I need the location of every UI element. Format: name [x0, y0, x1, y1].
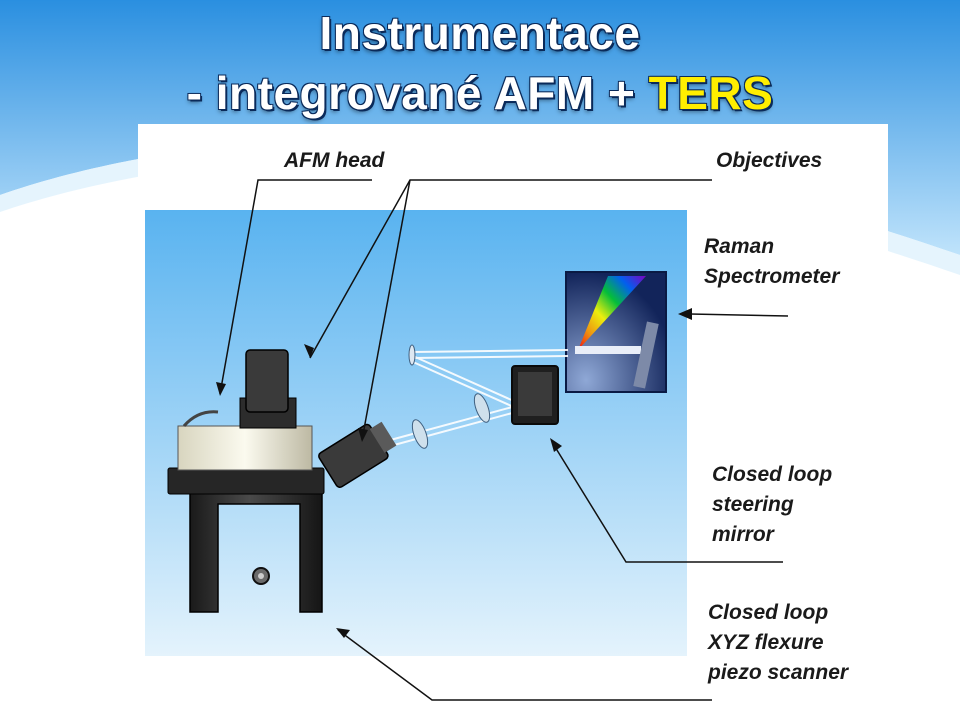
label-raman-line-2: Spectrometer	[704, 265, 840, 288]
afm-instrument	[167, 349, 397, 613]
vertical-objective	[245, 349, 289, 413]
slide-subtitle-text: - integrované AFM +	[186, 67, 649, 119]
label-raman-line-1: Raman	[704, 235, 775, 258]
label-scanner-line-2: XYZ flexure	[708, 631, 824, 654]
label-scanner-line-1: Closed loop	[708, 601, 829, 624]
relay-lens-2	[411, 419, 429, 449]
label-mirror-line-3: mirror	[712, 523, 774, 546]
label-mirror-line-1: Closed loop	[712, 463, 833, 486]
angled-objective	[318, 421, 397, 488]
relay-lens-1	[473, 393, 491, 423]
label-afm-head: AFM head	[284, 149, 385, 172]
afm-ters-figure: AFM head Objectives Raman Spectrometer C…	[138, 124, 888, 701]
label-mirror-line-2: steering	[712, 493, 794, 516]
label-scanner-line-3: piezo scanner	[708, 661, 849, 684]
arrowheads	[216, 308, 692, 638]
slide-title-text: Instrumentace	[319, 7, 641, 59]
leader-lines	[219, 179, 789, 701]
raman-spectrometer	[565, 271, 667, 393]
label-objectives: Objectives	[716, 149, 823, 172]
slide-subtitle-accent: TERS	[648, 67, 774, 119]
steering-mirror	[511, 365, 559, 425]
slide-title-line-2: - integrované AFM + TERS	[0, 66, 960, 120]
instrument-diagram	[138, 124, 888, 701]
optical-beams	[382, 349, 569, 449]
fold-mirror	[408, 344, 416, 366]
slide-title-line-1: Instrumentace	[0, 6, 960, 60]
